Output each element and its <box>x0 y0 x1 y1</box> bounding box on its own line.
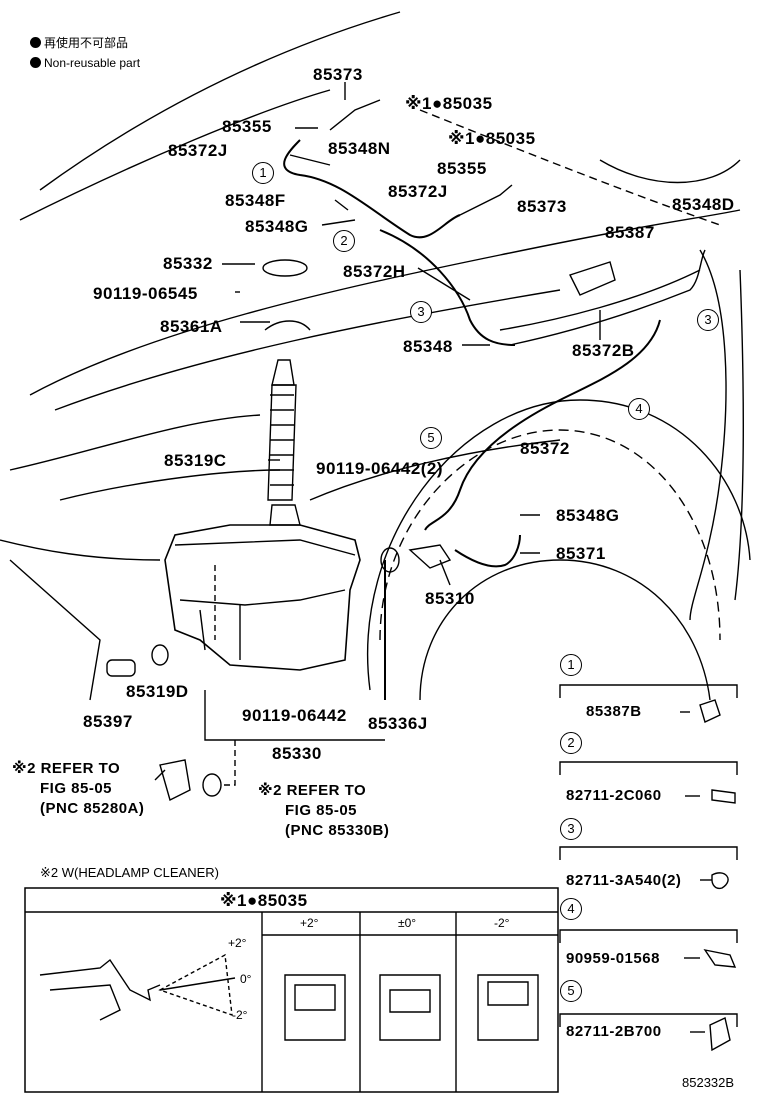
callout-2: 2 <box>333 230 355 252</box>
nozzle-col-plus2: +2° <box>300 916 319 930</box>
detail-5-number: 5 <box>560 980 582 1002</box>
part-85035-a[interactable]: ※1●85035 <box>405 94 493 113</box>
part-85348F[interactable]: 85348F <box>225 191 286 210</box>
detail-4-number: 4 <box>560 898 582 920</box>
detail-3-number: 3 <box>560 818 582 840</box>
callout-5: 5 <box>420 427 442 449</box>
part-85336J[interactable]: 85336J <box>368 714 428 733</box>
part-85372B[interactable]: 85372B <box>572 341 635 360</box>
refer-note-1-line3[interactable]: (PNC 85280A) <box>40 800 145 817</box>
part-85348[interactable]: 85348 <box>403 337 453 356</box>
part-85372[interactable]: 85372 <box>520 439 570 458</box>
non-reusable-dot-icon <box>30 57 41 68</box>
part-85348D[interactable]: 85348D <box>672 195 735 214</box>
detail-5-part[interactable]: 82711-2B700 <box>566 1023 662 1040</box>
nozzle-table-heading: ※2 W(HEADLAMP CLEANER) <box>40 865 219 880</box>
detail-4-part[interactable]: 90959-01568 <box>566 950 660 967</box>
part-85397[interactable]: 85397 <box>83 712 133 731</box>
filler-neck <box>267 384 297 501</box>
part-85035-b[interactable]: ※1●85035 <box>448 129 536 148</box>
refer-note-1-line1[interactable]: ※2 REFER TO <box>12 760 121 777</box>
part-85348G-a[interactable]: 85348G <box>245 217 309 236</box>
refer-note-2-line1[interactable]: ※2 REFER TO <box>258 782 367 799</box>
callout-3-right: 3 <box>697 309 719 331</box>
callout-4: 4 <box>628 398 650 420</box>
part-85355-b[interactable]: 85355 <box>437 159 487 178</box>
part-85371[interactable]: 85371 <box>556 544 606 563</box>
part-85355-a[interactable]: 85355 <box>222 117 272 136</box>
refer-note-2-line2[interactable]: FIG 85-05 <box>285 802 358 819</box>
legend-jp: 再使用不可部品 <box>30 36 128 50</box>
detail-1-part[interactable]: 85387B <box>586 703 642 720</box>
diagram-code: 852332B <box>682 1075 735 1090</box>
part-85372J-b[interactable]: 85372J <box>388 182 448 201</box>
part-90119-06442-2[interactable]: 90119-06442(2) <box>316 459 444 478</box>
part-85319C[interactable]: 85319C <box>164 451 227 470</box>
refer-note-2-line3[interactable]: (PNC 85330B) <box>285 822 390 839</box>
part-85319D[interactable]: 85319D <box>126 682 189 701</box>
part-85310[interactable]: 85310 <box>425 589 475 608</box>
angle-label-plus2: +2° <box>228 936 247 950</box>
nozzle-col-minus2: -2° <box>494 916 510 930</box>
nozzle-table-frame <box>24 887 559 1093</box>
non-reusable-dot-icon <box>30 37 41 48</box>
part-85373-b[interactable]: 85373 <box>517 197 567 216</box>
detail-1-number: 1 <box>560 654 582 676</box>
part-85372H[interactable]: 85372H <box>343 262 406 281</box>
part-85373-top[interactable]: 85373 <box>313 65 363 84</box>
refer-note-1-line2[interactable]: FIG 85-05 <box>40 780 113 797</box>
angle-label-zero: 0° <box>240 972 252 986</box>
reservoir-tank <box>164 524 361 671</box>
hood-edge-line <box>39 11 401 191</box>
callout-1: 1 <box>252 162 274 184</box>
angle-label-minus2: -2° <box>232 1008 248 1022</box>
part-85348G-b[interactable]: 85348G <box>556 506 620 525</box>
part-85330[interactable]: 85330 <box>272 744 322 763</box>
part-85361A[interactable]: 85361A <box>160 317 223 336</box>
nozzle-col-zero: ±0° <box>398 916 417 930</box>
part-85332[interactable]: 85332 <box>163 254 213 273</box>
part-90119-06545[interactable]: 90119-06545 <box>93 284 198 303</box>
nozzle-table-title[interactable]: ※1●85035 <box>220 891 308 910</box>
callout-3: 3 <box>410 301 432 323</box>
part-85387[interactable]: 85387 <box>605 223 655 242</box>
detail-2-part[interactable]: 82711-2C060 <box>566 787 662 804</box>
part-85372J-a[interactable]: 85372J <box>168 141 228 160</box>
part-90119-06442[interactable]: 90119-06442 <box>242 706 347 725</box>
detail-3-part[interactable]: 82711-3A540(2) <box>566 872 682 889</box>
detail-2-number: 2 <box>560 732 582 754</box>
part-85348N[interactable]: 85348N <box>328 139 391 158</box>
legend-en: Non-reusable part <box>30 56 140 70</box>
